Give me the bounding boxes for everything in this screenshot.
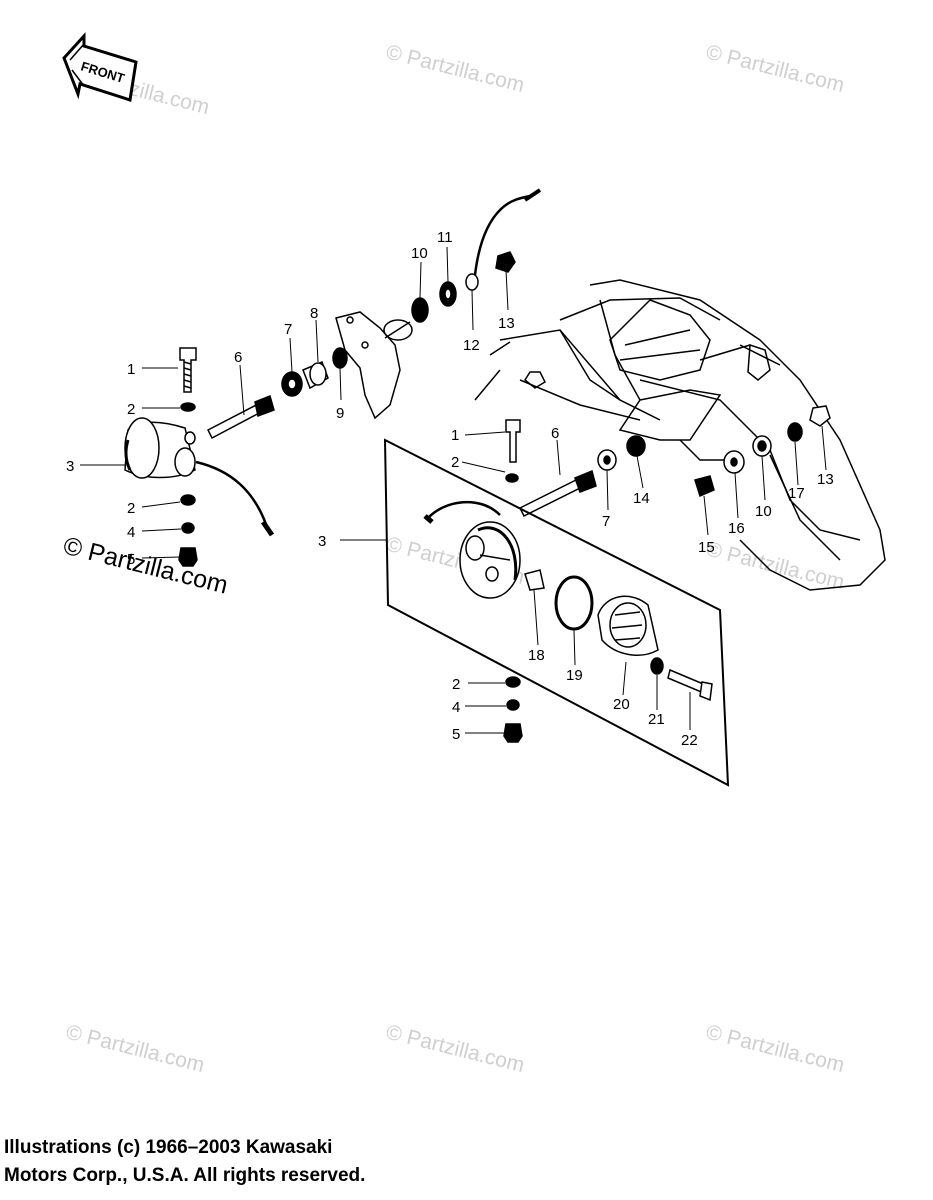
leader-lines	[80, 246, 827, 734]
signal-stay-bracket	[335, 311, 413, 420]
rear-fender-frame	[474, 279, 886, 591]
callout-10-top: 10	[411, 245, 428, 262]
callout-7-left: 7	[284, 321, 292, 338]
callout-3-right: 3	[318, 533, 326, 550]
callout-3-left: 3	[66, 458, 74, 475]
right-turn-signal-exploded	[423, 419, 713, 743]
callout-20: 20	[613, 696, 630, 713]
watermark-2: © Partzilla.com	[384, 41, 527, 98]
exploded-assembly-box	[383, 438, 730, 787]
callout-8: 8	[310, 305, 318, 322]
watermark-7: © Partzilla.com	[384, 1021, 527, 1078]
callout-13-right: 13	[817, 471, 834, 488]
copyright-line-2: Motors Corp., U.S.A. All rights reserved…	[4, 1165, 366, 1186]
callout-18: 18	[528, 647, 545, 664]
callout-9: 9	[336, 405, 344, 422]
callout-1-left: 1	[127, 361, 135, 378]
callout-11: 11	[437, 229, 453, 246]
watermark-3: © Partzilla.com	[704, 41, 847, 98]
callout-6-right: 6	[551, 425, 559, 442]
watermark-6: © Partzilla.com	[64, 1021, 207, 1078]
callout-10-right: 10	[755, 503, 772, 520]
callout-6-left: 6	[234, 349, 242, 366]
callout-2-left-a: 2	[127, 401, 135, 418]
callout-4-left: 4	[127, 524, 135, 541]
callout-1-right: 1	[451, 427, 459, 444]
callout-14: 14	[633, 490, 650, 507]
callout-labels: 1 2 3 2 4 5 6 7 8 9 10 11 12 13 1 2 3 6 …	[66, 229, 834, 749]
signal-wire-upper	[473, 188, 542, 276]
callout-22: 22	[681, 732, 698, 749]
front-arrow-icon: FRONT	[62, 32, 138, 102]
callout-2-right-b: 2	[452, 676, 460, 693]
callout-2-right-a: 2	[451, 454, 459, 471]
callout-16: 16	[728, 520, 745, 537]
copyright-line-1: Illustrations (c) 1966–2003 Kawasaki	[4, 1137, 333, 1158]
callout-15: 15	[698, 539, 715, 556]
callout-19: 19	[566, 667, 583, 684]
callout-17: 17	[788, 485, 805, 502]
left-stud-parts	[206, 347, 348, 440]
copyright-notice: Illustrations (c) 1966–2003 Kawasaki Mot…	[4, 1134, 604, 1190]
right-stud-parts	[518, 405, 831, 518]
left-turn-signal	[124, 347, 275, 567]
callout-5-right: 5	[452, 726, 460, 743]
callout-2-left-b: 2	[127, 500, 135, 517]
callout-5-left: 5	[127, 551, 135, 568]
callout-7-right: 7	[602, 513, 610, 530]
callout-13-top: 13	[498, 315, 515, 332]
callout-21: 21	[648, 711, 665, 728]
watermark-8: © Partzilla.com	[704, 1021, 847, 1078]
watermark-large: © Partzilla.com	[61, 532, 231, 600]
callout-4-right: 4	[452, 699, 460, 716]
upper-stud-parts	[411, 251, 516, 323]
callout-12: 12	[463, 337, 480, 354]
